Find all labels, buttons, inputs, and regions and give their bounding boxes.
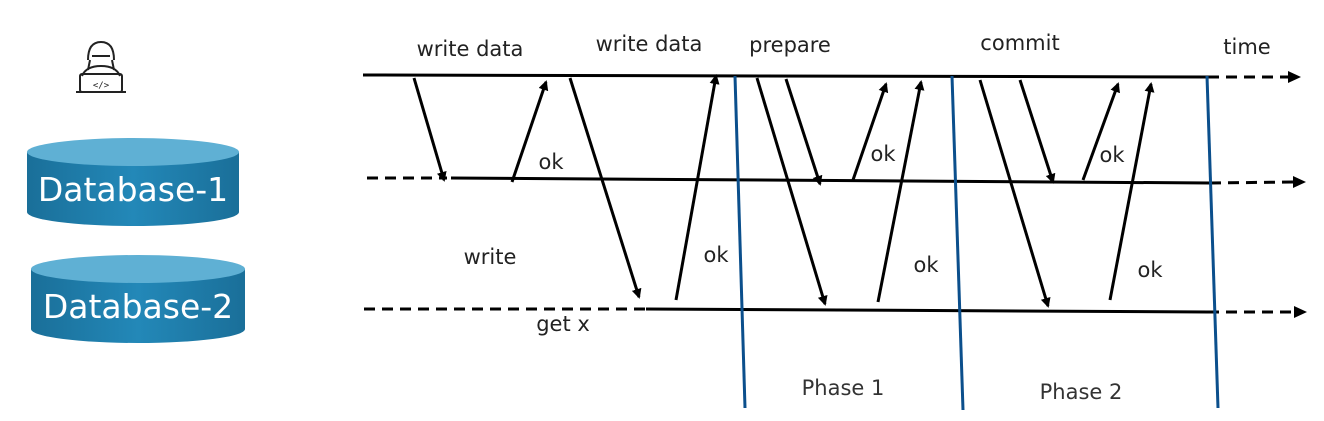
arrow-write-data-to-db2 xyxy=(568,77,642,299)
label-get-x: get x xyxy=(536,312,590,336)
arrow-ok-db2-write xyxy=(674,74,720,301)
arrow-ok-db2-commit xyxy=(1108,82,1155,301)
label-ok-db2-prepare: ok xyxy=(913,253,939,277)
developer-laptop-icon: </> xyxy=(76,40,126,93)
label-time: time xyxy=(1223,35,1270,59)
label-ok-db1-prepare: ok xyxy=(870,142,896,166)
label-ok-db1-commit: ok xyxy=(1099,143,1125,167)
label-write: write xyxy=(464,245,517,269)
phase-1-end-line xyxy=(950,75,965,411)
database-1-timeline xyxy=(367,176,1306,188)
phase-1-start-line xyxy=(733,75,747,409)
database-1-cylinder: Database-1 xyxy=(27,138,239,226)
label-write-data-2: write data xyxy=(596,32,703,56)
arrow-commit-to-db2 xyxy=(978,79,1051,308)
label-commit: commit xyxy=(980,31,1059,55)
arrow-prepare-to-db1 xyxy=(784,78,823,186)
client-timeline xyxy=(362,71,1301,83)
label-ok-db2-write: ok xyxy=(703,243,729,267)
arrow-ok-db1-commit xyxy=(1081,82,1120,181)
arrow-write-data-to-db1 xyxy=(412,77,447,182)
label-phase-1: Phase 1 xyxy=(802,376,885,400)
database-2-timeline xyxy=(364,306,1307,318)
database-1-label: Database-1 xyxy=(38,170,228,209)
arrow-ok-db1-prepare xyxy=(851,82,889,181)
phase-2-end-line xyxy=(1205,75,1220,409)
arrow-commit-to-db1 xyxy=(1018,79,1056,184)
svg-text:</>: </> xyxy=(93,81,110,91)
label-ok-db2-commit: ok xyxy=(1137,258,1163,282)
phase-boundaries xyxy=(733,75,1220,411)
label-prepare: prepare xyxy=(749,33,831,57)
label-phase-2: Phase 2 xyxy=(1040,380,1123,404)
database-2-label: Database-2 xyxy=(43,287,233,326)
label-write-data-1: write data xyxy=(417,37,524,61)
arrow-ok-db2-prepare xyxy=(876,80,925,303)
label-ok-db1-write: ok xyxy=(538,150,564,174)
message-arrows xyxy=(412,74,1155,308)
arrow-ok-db1-write xyxy=(510,80,549,183)
arrow-prepare-to-db2 xyxy=(755,77,828,306)
database-2-cylinder: Database-2 xyxy=(31,255,245,343)
